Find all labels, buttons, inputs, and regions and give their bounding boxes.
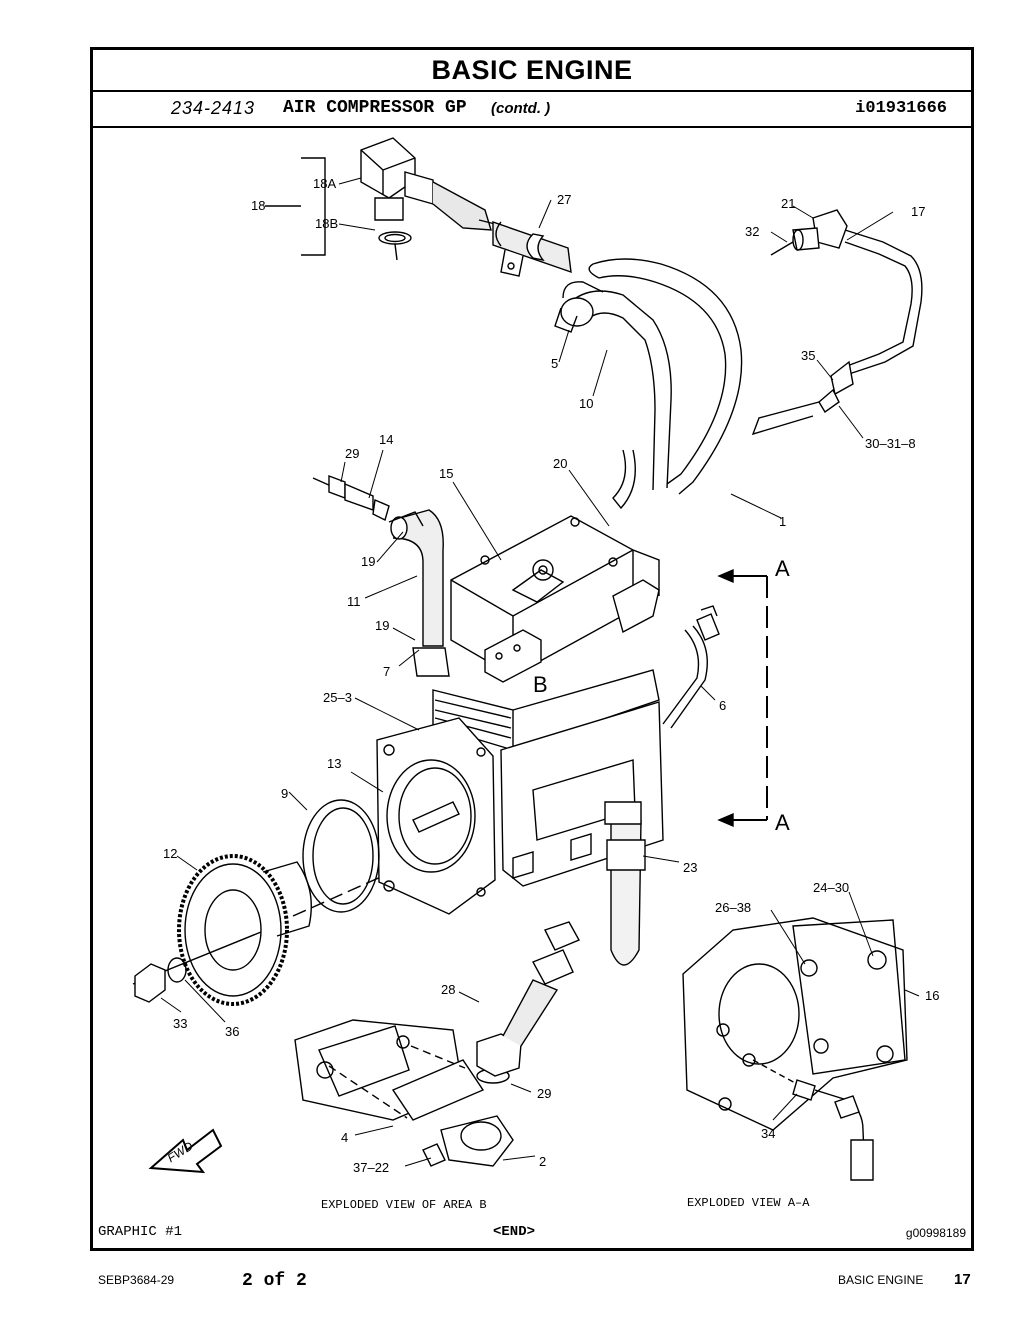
section-marker-a-top: A (775, 556, 790, 581)
callout-10: 10 (579, 396, 593, 411)
drive-gear-12-icon (132, 854, 384, 1006)
document-number: SEBP3684-29 (98, 1273, 175, 1287)
footer-section-name: BASIC ENGINE (838, 1273, 924, 1287)
callout-7: 7 (383, 664, 390, 679)
graphic-label: GRAPHIC #1 (98, 1224, 183, 1240)
hose-11-icon (388, 509, 450, 677)
hose-23-icon (604, 801, 646, 966)
callout-36: 36 (225, 1024, 239, 1039)
parts-frame: BASIC ENGINE 234-2413 AIR COMPRESSOR GP … (90, 47, 974, 1251)
air-hose-1-icon (588, 258, 743, 510)
callout-33: 33 (173, 1016, 187, 1031)
callout-leaders (160, 177, 920, 1167)
callout-28: 28 (441, 982, 455, 997)
callout-26-38: 26–38 (715, 900, 751, 915)
exploded-parts-illustration: 18 18A 18B 27 21 17 32 5 10 35 30–31–8 2… (132, 137, 939, 1212)
illustration-id: i01931666 (855, 99, 947, 118)
hose-clamp-27-icon (492, 221, 572, 277)
callout-20: 20 (553, 456, 567, 471)
callout-6: 6 (719, 698, 726, 713)
exploded-view-aa-icon (682, 917, 908, 1181)
callout-2: 2 (539, 1154, 546, 1169)
callout-29: 29 (345, 446, 359, 461)
callout-5: 5 (551, 356, 558, 371)
elbow-fitting-18-icon (265, 137, 504, 261)
callout-15: 15 (439, 466, 453, 481)
callout-18a: 18A (313, 176, 336, 191)
exploded-view-b-icon (294, 921, 580, 1167)
lube-line-6-icon (662, 605, 720, 729)
callout-4: 4 (341, 1130, 348, 1145)
callout-23: 23 (683, 860, 697, 875)
area-marker-b: B (533, 672, 548, 697)
callout-19: 19 (361, 554, 375, 569)
page-footer: SEBP3684-29 2 of 2 BASIC ENGINE 17 (0, 1271, 1024, 1295)
callout-34: 34 (761, 1126, 775, 1141)
end-marker: <END> (493, 1224, 536, 1240)
caption-exploded-view-b: EXPLODED VIEW OF AREA B (321, 1198, 487, 1212)
page-number: 17 (954, 1271, 971, 1288)
callout-32: 32 (745, 224, 759, 239)
callout-14: 14 (379, 432, 393, 447)
callout-11: 11 (347, 594, 361, 609)
callout-19-lower: 19 (375, 618, 389, 633)
section-line-aa-icon (717, 568, 768, 828)
callout-29-lower: 29 (537, 1086, 551, 1101)
gasket-9-icon (302, 799, 380, 913)
group-number: 234-2413 (171, 98, 256, 118)
section-title: BASIC ENGINE (93, 50, 971, 92)
callout-16: 16 (925, 988, 939, 1003)
callout-21: 21 (781, 196, 795, 211)
callout-30-31-8: 30–31–8 (865, 436, 916, 451)
callout-24-30: 24–30 (813, 880, 849, 895)
page-of-pages: 2 of 2 (242, 1271, 307, 1291)
group-header-row: 234-2413 AIR COMPRESSOR GP (contd. ) i01… (93, 90, 971, 128)
callout-12: 12 (163, 846, 177, 861)
air-hose-10-icon (554, 281, 672, 491)
tube-assembly-17-icon (751, 209, 923, 436)
callout-9: 9 (281, 786, 288, 801)
callout-18: 18 (251, 198, 265, 213)
callout-37-22: 37–22 (353, 1160, 389, 1175)
callout-35: 35 (801, 348, 815, 363)
callout-13: 13 (327, 756, 341, 771)
fitting-14-icon (312, 474, 390, 522)
callout-25-3: 25–3 (323, 690, 352, 705)
compressor-head-15-icon (450, 515, 660, 683)
callout-17: 17 (911, 204, 925, 219)
nut-33-icon (134, 957, 187, 1003)
mounting-flange-13-icon (376, 717, 496, 915)
section-marker-a-bottom: A (775, 810, 790, 835)
graphic-id: g00998189 (905, 1226, 966, 1240)
callout-27: 27 (557, 192, 571, 207)
callout-1: 1 (779, 514, 786, 529)
group-name: AIR COMPRESSOR GP (283, 98, 467, 118)
callout-18b: 18B (315, 216, 338, 231)
forward-arrow-icon (148, 1128, 223, 1174)
caption-exploded-view-aa: EXPLODED VIEW A–A (687, 1196, 810, 1210)
group-continued-note: (contd. ) (491, 100, 551, 117)
